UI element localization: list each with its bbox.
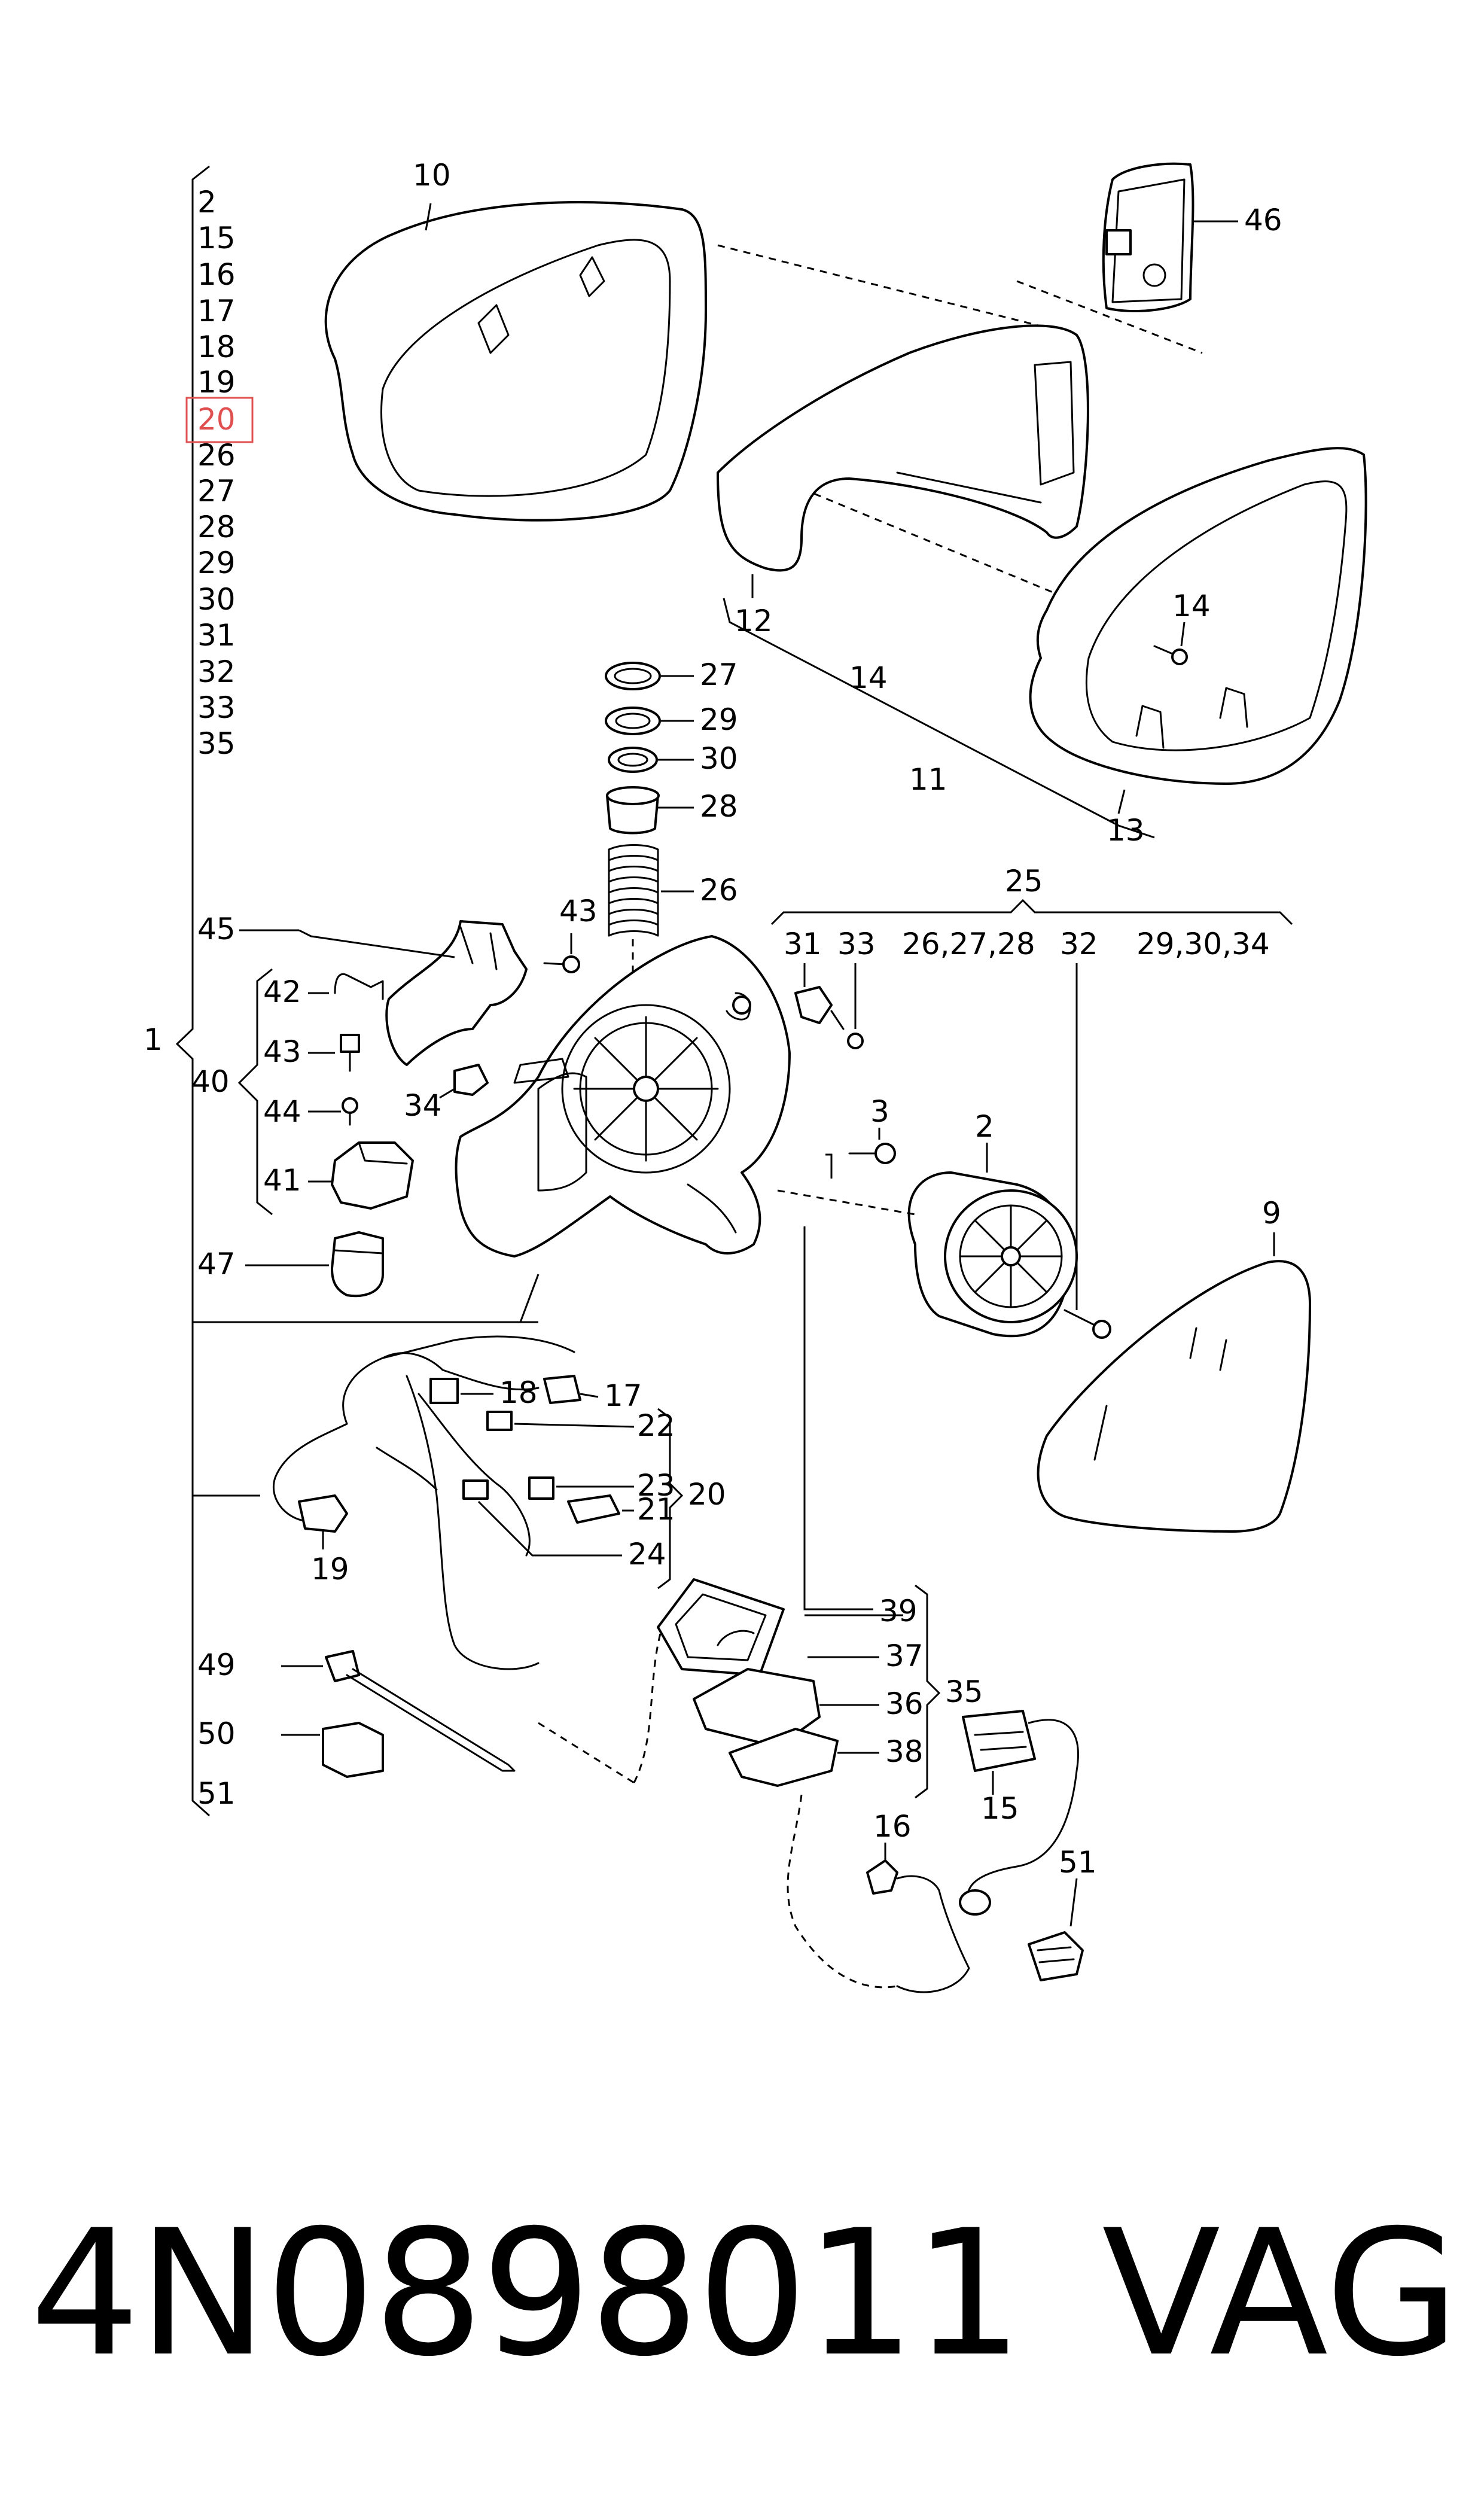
- wiring-harness: 18 17 22 23 21 20 24 19: [272, 1335, 726, 1670]
- index-item: 26: [197, 438, 236, 473]
- callout-15: 15: [981, 1791, 1019, 1826]
- callout-27: 27: [700, 657, 738, 692]
- callout-42: 42: [263, 975, 301, 1009]
- callout-17: 17: [604, 1378, 642, 1413]
- callout-13: 13: [1107, 813, 1145, 848]
- actuator-41: [331, 1141, 414, 1210]
- left-cluster: 45 43 40 42 43 44 34 41 47: [191, 894, 598, 1298]
- callout-25: 25: [1005, 864, 1043, 899]
- callout-24: 24: [628, 1537, 666, 1572]
- callout-12: 12: [735, 604, 773, 638]
- highlight-box: [185, 397, 254, 443]
- mirror-cap-10: 10: [324, 158, 707, 522]
- index-item: 31: [197, 618, 236, 653]
- callout-37: 37: [885, 1639, 924, 1673]
- callout-50: 50: [197, 1716, 236, 1751]
- clip-42: [334, 973, 384, 1000]
- callout-9: 9: [1262, 1196, 1281, 1231]
- index-item: 19: [197, 365, 236, 400]
- coil-spring: [608, 844, 659, 937]
- callout-2: 2: [975, 1109, 994, 1144]
- callout-30: 30: [700, 741, 738, 776]
- index-item: 33: [197, 690, 236, 725]
- camera-47: [331, 1231, 384, 1298]
- callout-19: 19: [311, 1552, 349, 1587]
- callout-14-bolt: 14: [1172, 589, 1211, 623]
- callout-22: 22: [637, 1408, 675, 1443]
- callout-33: 33: [837, 927, 876, 961]
- callout-43-upper: 43: [559, 894, 598, 928]
- spring-stack: 27 29 30 28 26: [605, 657, 738, 981]
- callout-40: 40: [191, 1064, 230, 1099]
- index-item: 29: [197, 546, 236, 580]
- callout-18: 18: [499, 1375, 538, 1410]
- index-item: 17: [197, 294, 236, 328]
- callout-29: 29: [700, 702, 738, 737]
- callout-47: 47: [197, 1247, 236, 1281]
- connector-cluster: 15 16 51: [787, 1710, 1097, 1993]
- callout-23: 23: [637, 1468, 675, 1503]
- callout-26: 26: [700, 873, 738, 908]
- index-item: 15: [197, 221, 236, 255]
- index-bracket: [175, 165, 210, 1817]
- index-item: 28: [197, 510, 236, 544]
- index-item: 18: [197, 330, 236, 364]
- cable-ties: 49 50 51: [197, 1648, 516, 1811]
- callout-49: 49: [197, 1648, 236, 1682]
- callout-36: 36: [885, 1686, 924, 1721]
- callout-29-30-34: 29,30,34: [1136, 927, 1270, 961]
- callout-41: 41: [263, 1163, 301, 1198]
- callout-31: 31: [784, 927, 822, 961]
- group-25: 25 31 33 26,27,28 32 29,30,34: [770, 864, 1293, 1310]
- mirror-housing-13: 14: [1029, 447, 1367, 785]
- turn-signal-46: 46: [1102, 162, 1282, 312]
- callout-20: 20: [688, 1477, 726, 1512]
- callout-45: 45: [197, 912, 236, 946]
- footer: 4N0898011 VAG: [30, 2208, 1465, 2423]
- index-item-highlighted: 20: [197, 402, 236, 437]
- index-item: 27: [197, 474, 236, 509]
- index-list: 2 15 16 17 18 19 20 26 27 28 29 30 31 32…: [144, 165, 538, 1817]
- mirror-glass-9: 9: [1037, 1196, 1311, 1533]
- callout-46: 46: [1244, 203, 1282, 238]
- index-item: 32: [197, 654, 236, 689]
- brand-label: VAG: [1102, 2193, 1459, 2395]
- index-item: 2: [197, 185, 217, 220]
- callout-14: 14: [849, 660, 888, 695]
- callout-44: 44: [263, 1094, 301, 1129]
- clip-34: [453, 1064, 489, 1096]
- index-item: 16: [197, 257, 236, 292]
- callout-34: 34: [404, 1088, 442, 1123]
- callout-10: 10: [413, 158, 451, 193]
- callout-35: 35: [945, 1674, 983, 1709]
- callout-51-left: 51: [197, 1776, 236, 1811]
- group-35: 37 36 38 39 35: [657, 1226, 983, 1799]
- callout-21: 21: [637, 1492, 675, 1527]
- adjustment-motor-2: 2: [777, 1109, 1111, 1339]
- callout-32: 32: [1060, 927, 1098, 961]
- callout-11: 11: [909, 762, 947, 797]
- callout-38: 38: [885, 1734, 924, 1769]
- callout-39: 39: [879, 1594, 918, 1628]
- index-item: 30: [197, 582, 236, 617]
- part-number: 4N0898011: [30, 2193, 1023, 2395]
- mirror-cap-12: 12: [717, 324, 1089, 638]
- callout-28: 28: [700, 789, 738, 824]
- callout-51-right: 51: [1059, 1845, 1097, 1880]
- callout-26-27-28: 26,27,28: [902, 927, 1035, 961]
- parts-31-33: [794, 986, 864, 1049]
- mirror-base: [194, 935, 791, 1323]
- callout-3: 3: [870, 1094, 889, 1129]
- callout-43-lower: 43: [263, 1034, 301, 1069]
- callout-16: 16: [873, 1809, 912, 1844]
- screw-3: 3: [825, 1094, 896, 1179]
- group-label: 1: [144, 1022, 163, 1057]
- index-item: 35: [197, 726, 236, 761]
